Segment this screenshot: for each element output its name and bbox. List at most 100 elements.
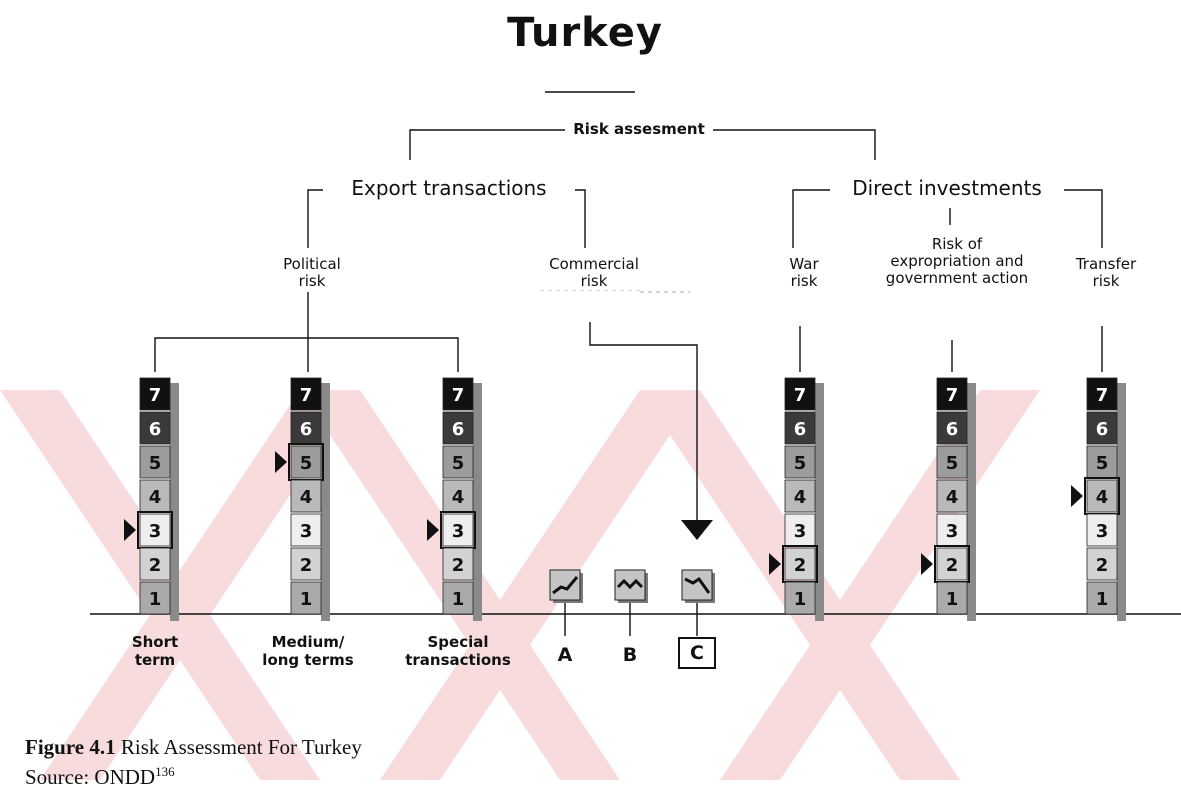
scale-cell — [290, 479, 322, 513]
scale-cell — [1086, 479, 1118, 513]
scale-level-label: 6 — [452, 419, 465, 440]
scale-cell — [290, 513, 322, 547]
scale-cell — [290, 581, 322, 615]
grade-c-label: C — [678, 637, 716, 669]
export-transactions-node: Export transactions — [323, 178, 575, 198]
selected-level-marker-icon — [124, 519, 136, 541]
short-term-line2: term — [134, 651, 176, 669]
scale-cell — [442, 513, 474, 547]
commercial-arrowhead — [681, 520, 713, 540]
transfer-risk-line2: risk — [1092, 272, 1120, 290]
scale-cell — [1086, 547, 1118, 581]
scale-level-label: 1 — [794, 589, 807, 610]
scale-level-label: 7 — [1096, 385, 1109, 406]
direct-left-branch — [792, 189, 830, 248]
scale-level-label: 6 — [794, 419, 807, 440]
scale-level-label: 4 — [1096, 487, 1109, 508]
scale-cell — [936, 377, 968, 411]
scale-cell — [1086, 377, 1118, 411]
scale-cell — [1086, 445, 1118, 479]
scale-level-label: 7 — [300, 385, 313, 406]
scale-level-label: 2 — [1096, 555, 1109, 576]
war-risk-line2: risk — [790, 272, 818, 290]
political-risk-line1: Political — [283, 255, 341, 273]
scale-cell — [139, 513, 171, 547]
scale-level-label: 2 — [300, 555, 313, 576]
scale-cell — [784, 411, 816, 445]
scale-level-label: 5 — [946, 453, 959, 474]
selected-level-marker-icon — [427, 519, 439, 541]
scale-level-label: 6 — [300, 419, 313, 440]
figure-caption: Figure 4.1 Risk Assessment For Turkey — [25, 735, 362, 760]
scale-level-label: 7 — [452, 385, 465, 406]
scale-level-label: 5 — [300, 453, 313, 474]
scale-level-label: 3 — [452, 521, 465, 542]
scale-cell — [290, 547, 322, 581]
expropriation-line3: government action — [885, 269, 1029, 287]
scale-shadow — [321, 383, 330, 621]
trend-wavy-icon — [614, 569, 648, 603]
scale-cell — [139, 581, 171, 615]
selected-level-marker-icon — [275, 451, 287, 473]
scale-shadow — [170, 383, 179, 621]
scale-cell — [784, 547, 816, 581]
medium-long-line2: long terms — [262, 651, 354, 669]
war-risk-node: War risk — [770, 256, 838, 290]
scale-shadow — [473, 383, 482, 621]
scale-level-label: 2 — [794, 555, 807, 576]
selected-level-marker-icon — [1071, 485, 1083, 507]
war-risk-line1: War — [789, 255, 819, 273]
scale-level-label: 5 — [149, 453, 162, 474]
scale-level-label: 2 — [452, 555, 465, 576]
scale-cell — [442, 479, 474, 513]
scale-cell — [139, 411, 171, 445]
scale-level-label: 1 — [1096, 589, 1109, 610]
selected-level-marker-icon — [921, 553, 933, 575]
trend-up-icon — [549, 569, 583, 603]
export-right-branch — [565, 189, 586, 248]
scale-cell — [1086, 411, 1118, 445]
scale-level-label: 2 — [149, 555, 162, 576]
grade-trend-line — [616, 578, 644, 590]
scale-cell — [784, 445, 816, 479]
scale-cell — [936, 581, 968, 615]
selected-level-marker-icon — [769, 553, 781, 575]
scale-level-label: 3 — [300, 521, 313, 542]
scale-level-label: 2 — [946, 555, 959, 576]
scale-level-label: 1 — [452, 589, 465, 610]
scale-cell — [936, 411, 968, 445]
political-risk-node: Political risk — [258, 256, 366, 290]
figure-number: Figure 4.1 — [25, 735, 116, 759]
grade-b-label: B — [622, 644, 638, 666]
root-right-branch — [705, 129, 876, 160]
commercial-risk-line1: Commercial — [549, 255, 639, 273]
scale-level-label: 1 — [946, 589, 959, 610]
scale-cell — [290, 377, 322, 411]
scale-shadow — [967, 383, 976, 621]
scale-level-label: 6 — [1096, 419, 1109, 440]
scale-level-label: 1 — [149, 589, 162, 610]
direct-investments-node: Direct investments — [830, 178, 1064, 198]
scale-cell — [442, 377, 474, 411]
scale-level-label: 5 — [1096, 453, 1109, 474]
scale-cell — [442, 581, 474, 615]
scale-level-label: 4 — [794, 487, 807, 508]
scale-level-label: 6 — [149, 419, 162, 440]
scale-level-label: 7 — [149, 385, 162, 406]
source-superscript: 136 — [155, 764, 175, 779]
scale-cell — [139, 377, 171, 411]
transfer-risk-line1: Transfer — [1075, 255, 1137, 273]
trend-down-icon — [681, 569, 715, 603]
scale-cell — [442, 547, 474, 581]
root-node: Risk assesment — [565, 121, 713, 138]
scale-level-label: 4 — [300, 487, 313, 508]
commercial-risk-line2: risk — [580, 272, 608, 290]
scale-level-label: 3 — [149, 521, 162, 542]
scale-level-label: 3 — [946, 521, 959, 542]
special-line1: Special — [427, 633, 489, 651]
